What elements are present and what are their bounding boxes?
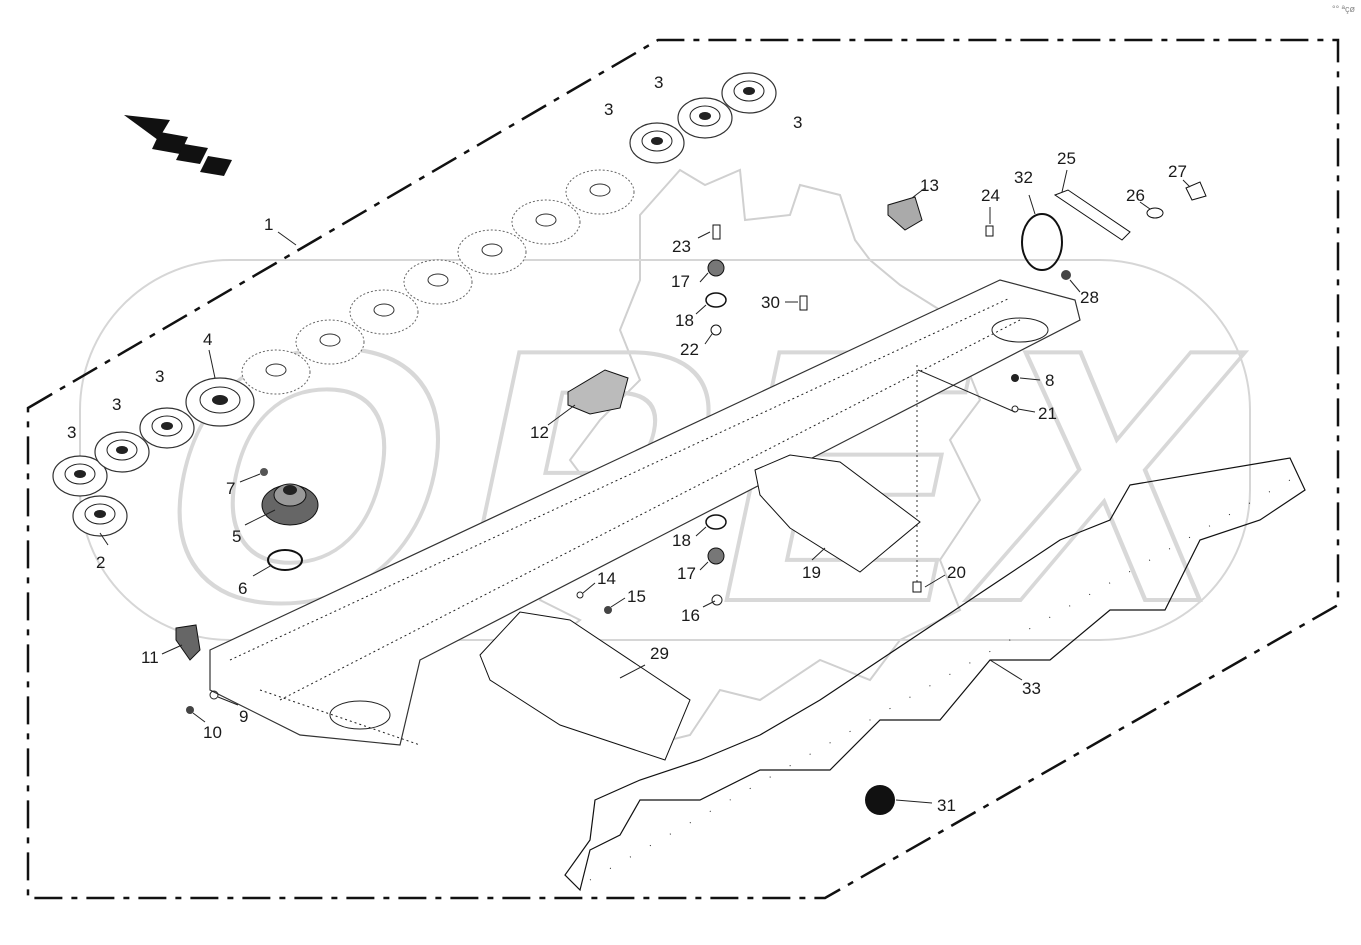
callout-16: 16 [681,606,700,625]
callout-1: 1 [264,215,273,234]
callout-10: 10 [203,723,222,742]
callout-14: 14 [597,569,616,588]
callout-3-c: 3 [155,367,164,386]
callout-30: 30 [761,293,780,312]
bearing-17b [707,547,725,565]
nut-10 [186,706,194,714]
callout-8: 8 [1045,371,1054,390]
callout-24: 24 [981,186,1000,205]
callout-11: 11 [141,648,159,667]
nut-15 [604,606,612,614]
gear-part-3b [94,431,150,473]
gears-left [52,377,255,537]
watermark-banner [79,259,1251,641]
callout-28: 28 [1080,288,1099,307]
guard-13 [887,196,923,231]
callout-23: 23 [672,237,691,256]
callout-13: 13 [920,176,939,195]
gear-part-3c [139,407,195,449]
nut-8 [1011,374,1019,382]
callout-12: 12 [530,423,549,442]
callout-31: 31 [937,796,956,815]
callout-15: 15 [627,587,646,606]
callout-19: 19 [802,563,821,582]
ring-22 [710,324,722,336]
gear-part-3d [629,122,685,164]
direction-arrow [124,115,232,176]
idler-gears [241,169,635,395]
o-ring-32 [1021,213,1063,271]
guard-12 [567,369,629,415]
callout-21: 21 [1038,404,1057,423]
callout-7: 7 [226,479,235,498]
callout-4: 4 [203,330,212,349]
callout-33: 33 [1022,679,1041,698]
nut-28 [1061,270,1071,280]
gear-part-3a [52,455,108,497]
callout-26: 26 [1126,186,1145,205]
callout-5: 5 [232,527,241,546]
callout-20: 20 [947,563,966,582]
ring-18a [705,292,727,308]
plug-27 [1185,181,1207,201]
nut-16 [711,594,723,606]
callout-3-e: 3 [654,73,663,92]
callout-17-b: 17 [677,564,696,583]
o-ring-6 [267,549,303,571]
washer-26 [1146,207,1164,219]
callout-18-a: 18 [675,311,694,330]
callout-32: 32 [1014,168,1033,187]
gear-part-3e [677,97,733,139]
guard-11 [175,624,201,661]
drive-hub [261,483,319,526]
callout-9: 9 [239,707,248,726]
callout-27: 27 [1168,162,1187,181]
callout-18-b: 18 [672,531,691,550]
skid-plate-33 [564,457,1306,892]
gear-part-4 [185,377,255,427]
pin-30 [799,295,808,311]
callout-29: 29 [650,644,669,663]
gears-right [629,72,777,164]
corner-mark: °° ªçø [1331,4,1355,14]
callout-2: 2 [96,553,105,572]
washer-9 [209,690,219,700]
shield-29 [479,611,691,761]
callout-25: 25 [1057,149,1076,168]
bolt-24 [985,225,994,237]
callout-3-f: 3 [793,113,802,132]
bearing-17a [707,259,725,277]
callouts: 1 2 3 3 3 3 3 3 3 4 5 6 7 8 9 10 11 12 1… [67,73,1187,815]
nut-7 [260,468,268,476]
gear-part-3f [721,72,777,114]
strap-25 [1053,189,1131,241]
leader-lines [99,169,1191,804]
callout-22: 22 [680,340,699,359]
marker-31 [865,785,895,815]
callout-6: 6 [238,579,247,598]
callout-3-d: 3 [604,100,613,119]
callout-17-a: 17 [671,272,690,291]
bolt-23 [712,224,721,240]
washer-14 [576,591,584,599]
callout-3-a: 3 [67,423,76,442]
cutterbar-plate [209,279,1081,746]
gear-part-2 [72,495,128,537]
shield-19 [754,454,921,573]
callout-3-b: 3 [112,395,121,414]
ring-18b [705,514,727,530]
assembly-boundary [26,38,1340,900]
